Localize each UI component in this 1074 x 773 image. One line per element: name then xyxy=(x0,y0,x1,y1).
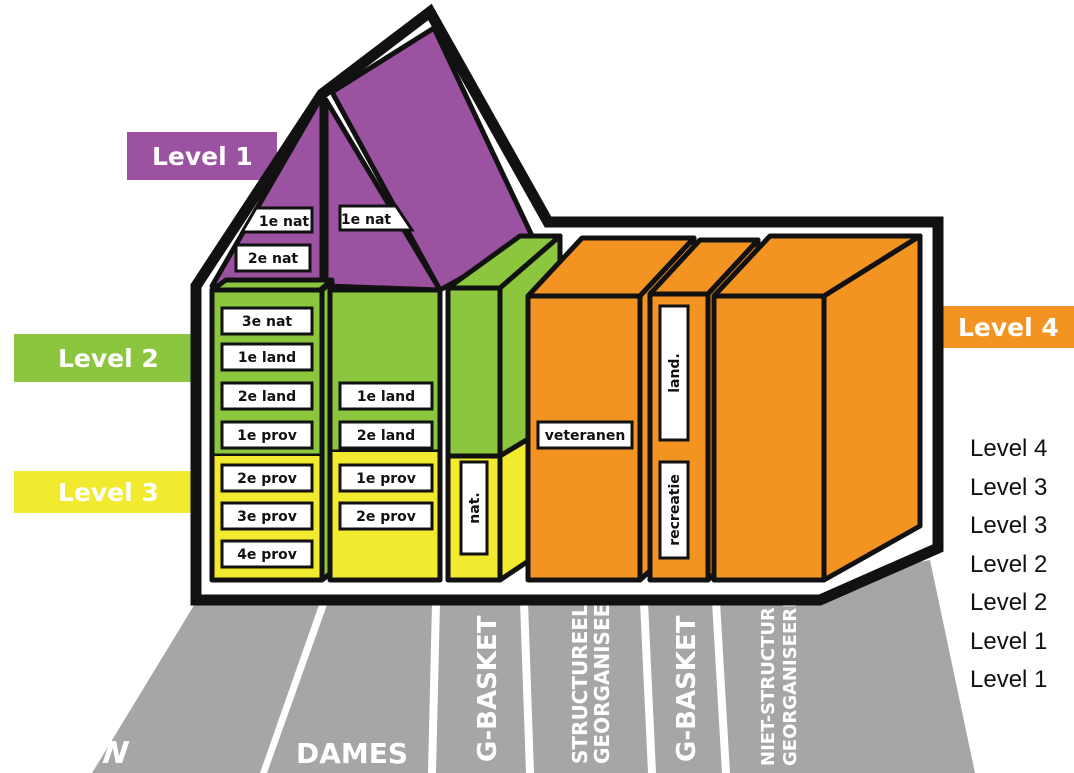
svg-text:1e prov: 1e prov xyxy=(356,471,416,487)
tag-dames-1e-prov: 1e prov xyxy=(338,463,434,493)
tag-recreatie: recreatie xyxy=(658,460,690,560)
base-label-niet-structureel-1: NIET-STRUCTUREEL xyxy=(758,571,779,766)
tag-veteranen: veteranen xyxy=(536,420,634,450)
base-labels: HEREN DAMES G-BASKET STRUCTUREEL GEORGAN… xyxy=(12,571,801,771)
stripe-heren xyxy=(92,602,320,773)
tag-heren-1e-prov: 1e prov xyxy=(220,420,314,450)
svg-text:2e prov: 2e prov xyxy=(237,471,297,487)
level-list-item: Level 3 xyxy=(970,473,1048,501)
ribbon-labels: Level 1 Level 2 Level 3 Level 4 xyxy=(58,142,1059,507)
niet-side xyxy=(821,233,923,583)
tag-gbasket-nat: nat. xyxy=(459,460,489,556)
level-list-item: Level 1 xyxy=(970,666,1048,693)
base-label-structureel-1: STRUCTUREEL xyxy=(568,604,592,764)
svg-text:1e land: 1e land xyxy=(238,350,296,366)
label-boxes: 1e nat 2e nat 1e nat 3e nat 1e land 2e l… xyxy=(220,204,690,569)
block-niet-structureel xyxy=(711,233,923,583)
svg-text:1e nat: 1e nat xyxy=(341,212,392,228)
tag-dames-2e-prov: 2e prov xyxy=(338,501,434,531)
ribbon-label-level-4: Level 4 xyxy=(958,313,1059,342)
base-label-dames: DAMES xyxy=(296,737,408,770)
base-label-niet-structureel-2: GEORGANISEERD xyxy=(780,593,801,766)
level-ribbons xyxy=(14,132,1074,513)
svg-text:2e nat: 2e nat xyxy=(248,251,299,267)
ribbon-label-level-2: Level 2 xyxy=(58,344,159,373)
niet-front xyxy=(711,293,827,583)
base-label-gbasket-2: G-BASKET xyxy=(672,615,702,762)
ground-stripes xyxy=(92,560,975,773)
level-list-item: Level 2 xyxy=(970,550,1048,578)
level-list: Level 4 Level 3 Level 3 Level 2 Level 2 … xyxy=(970,430,1047,700)
svg-text:2e land: 2e land xyxy=(238,389,296,405)
svg-text:1e prov: 1e prov xyxy=(237,428,297,444)
gbasket1-front-green xyxy=(445,285,503,459)
tag-heren-1e-nat: 1e nat xyxy=(239,206,314,234)
ribbon-level-3 xyxy=(14,471,214,513)
ribbon-level-1 xyxy=(127,132,277,180)
tag-land: land. xyxy=(658,304,690,442)
level-list-item: Level 1 xyxy=(970,627,1048,655)
tag-heren-2e-prov: 2e prov xyxy=(220,463,314,493)
level-list-item: Level 2 xyxy=(970,589,1048,616)
tag-dames-1e-nat: 1e nat xyxy=(338,204,415,232)
tag-heren-3e-prov: 3e prov xyxy=(220,501,314,531)
svg-text:2e land: 2e land xyxy=(357,428,415,444)
tag-heren-3e-nat: 3e nat xyxy=(220,306,314,336)
stripe-gbasket-1 xyxy=(436,602,526,773)
stripe-gbasket-2 xyxy=(648,602,722,773)
level-list-item: Level 4 xyxy=(970,435,1048,462)
base-label-gbasket-1: G-BASKET xyxy=(473,615,503,762)
svg-text:3e prov: 3e prov xyxy=(237,509,297,525)
ribbon-level-2 xyxy=(14,334,214,382)
svg-text:1e land: 1e land xyxy=(357,389,415,405)
svg-text:3e nat: 3e nat xyxy=(242,314,293,330)
stripe-structureel xyxy=(528,602,648,773)
stripe-niet-structureel xyxy=(720,560,975,773)
svg-text:land.: land. xyxy=(667,353,683,393)
dames-front-frame xyxy=(327,287,443,583)
level-list-item: Level 3 xyxy=(970,512,1048,539)
tag-heren-1e-land: 1e land xyxy=(220,342,314,372)
svg-text:1e nat: 1e nat xyxy=(259,214,310,230)
base-label-heren: HEREN xyxy=(12,736,131,771)
tag-heren-2e-nat: 2e nat xyxy=(234,243,312,273)
tag-dames-2e-land: 2e land xyxy=(338,420,434,450)
svg-text:veteranen: veteranen xyxy=(545,428,626,444)
svg-text:recreatie: recreatie xyxy=(667,474,683,546)
ribbon-label-level-1: Level 1 xyxy=(152,142,253,171)
svg-text:nat.: nat. xyxy=(467,492,483,523)
tag-heren-4e-prov: 4e prov xyxy=(220,539,314,569)
svg-text:2e prov: 2e prov xyxy=(356,509,416,525)
tag-dames-1e-land: 1e land xyxy=(338,381,434,411)
stripe-dames xyxy=(267,602,432,773)
ribbon-label-level-3: Level 3 xyxy=(58,478,159,507)
svg-text:4e prov: 4e prov xyxy=(237,547,297,563)
tag-heren-2e-land: 2e land xyxy=(220,381,314,411)
